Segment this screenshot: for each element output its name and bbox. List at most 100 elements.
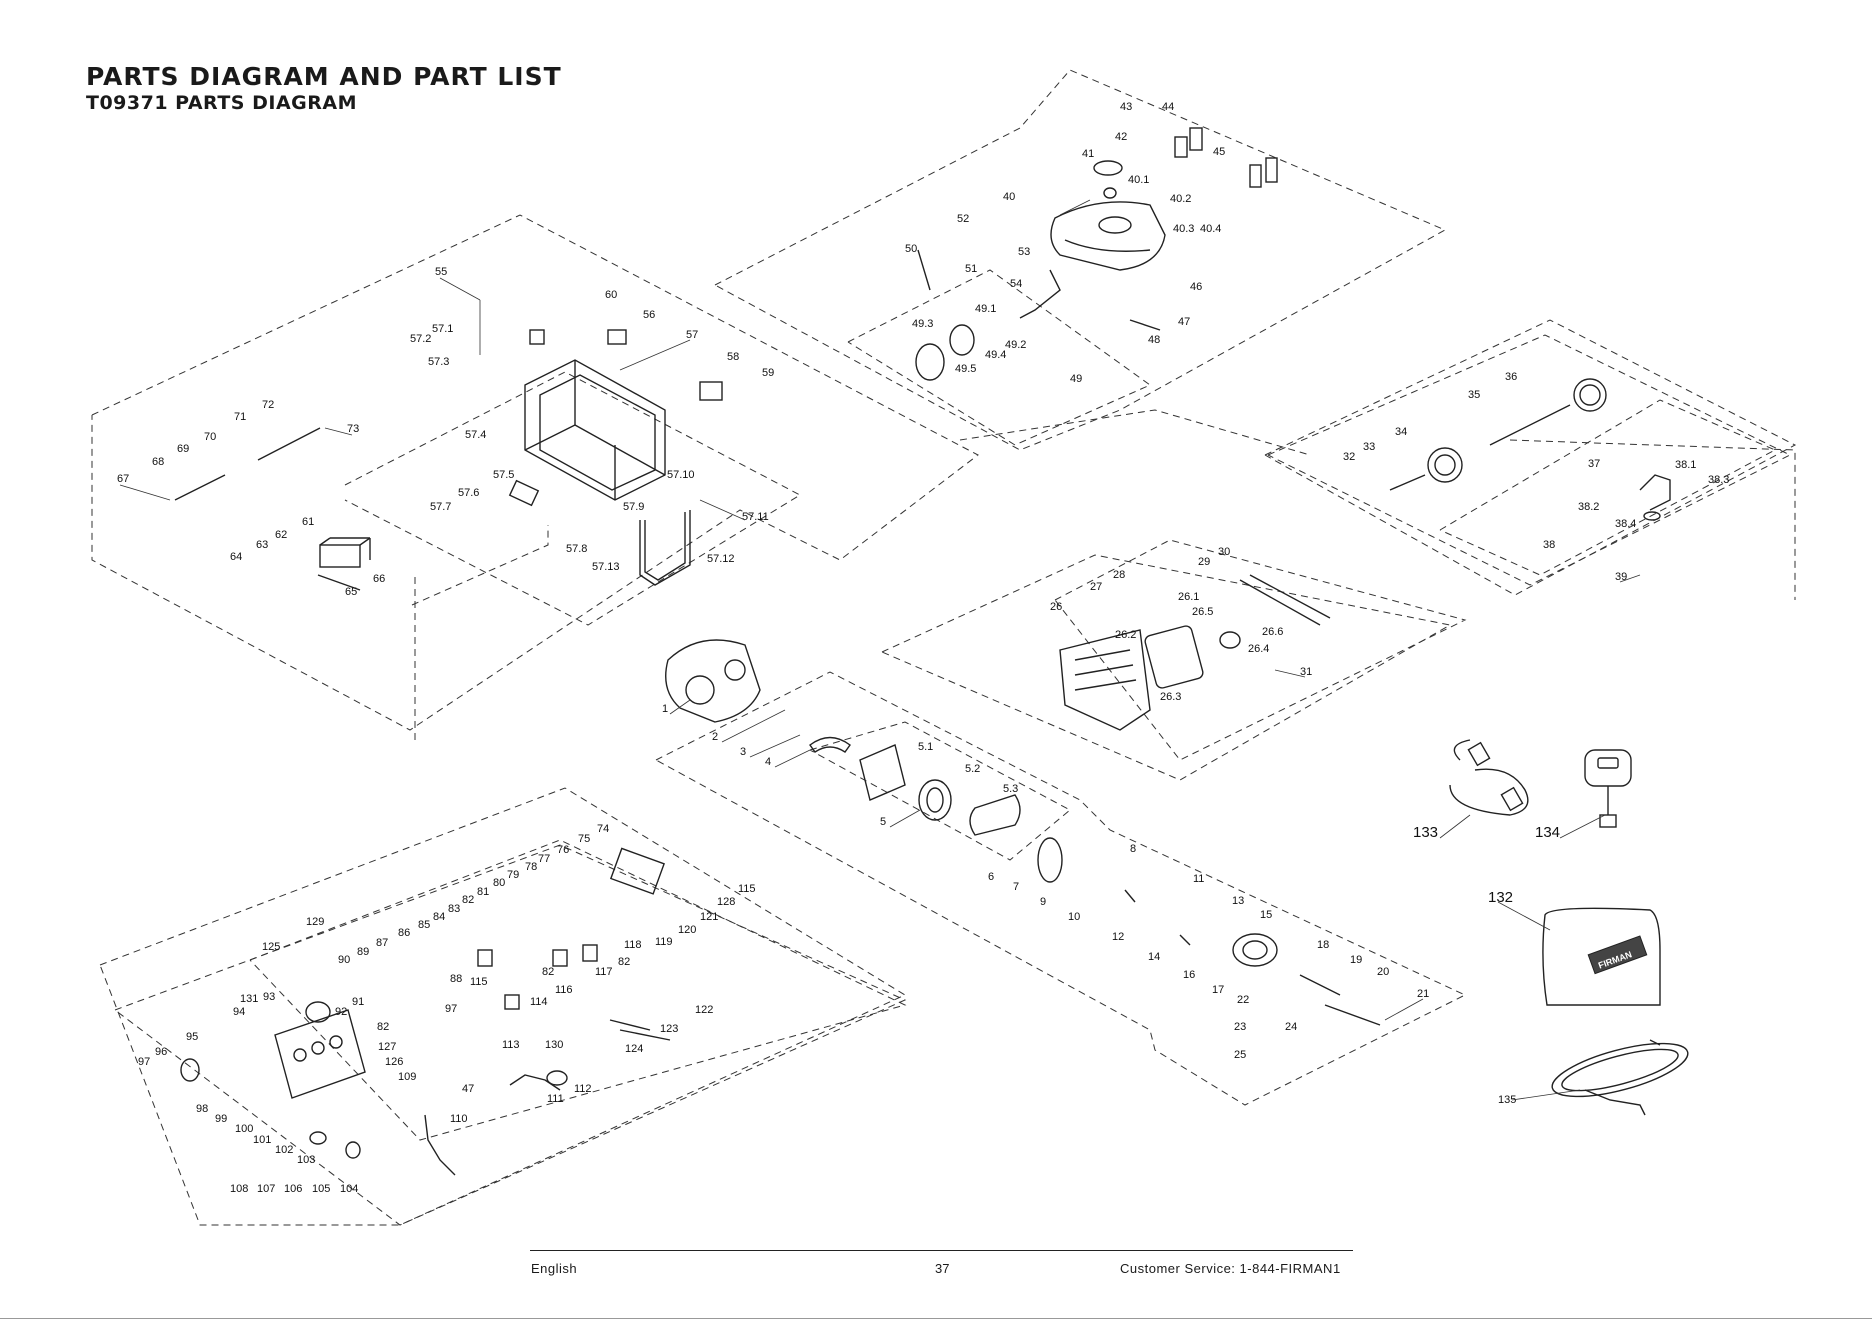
callout-60: 60 xyxy=(605,289,617,301)
callout-45: 45 xyxy=(1213,146,1225,158)
callout-111: 111 xyxy=(547,1093,564,1105)
callout-57-9: 57.9 xyxy=(623,501,644,513)
callout-110: 110 xyxy=(450,1113,468,1125)
callout-76: 76 xyxy=(557,844,569,856)
callout-121: 121 xyxy=(700,911,718,923)
callout-40-2: 40.2 xyxy=(1170,193,1191,205)
callout-49: 49 xyxy=(1070,373,1082,385)
callout-114: 114 xyxy=(530,996,548,1008)
callout-86: 86 xyxy=(398,927,410,939)
callout-82: 82 xyxy=(462,894,474,906)
callout-65: 65 xyxy=(345,586,357,598)
callout-115b: 115 xyxy=(470,976,488,988)
callout-28: 28 xyxy=(1113,569,1125,581)
callout-57-7: 57.7 xyxy=(430,501,451,513)
callout-73: 73 xyxy=(347,423,359,435)
callout-46: 46 xyxy=(1190,281,1202,293)
callout-78: 78 xyxy=(525,861,537,873)
region-boundaries xyxy=(91,69,1797,1226)
callout-55: 55 xyxy=(435,266,447,278)
callout-26-4: 26.4 xyxy=(1248,643,1269,655)
callout-101: 101 xyxy=(253,1134,271,1146)
callout-112: 112 xyxy=(574,1083,592,1095)
callout-105: 105 xyxy=(312,1183,330,1195)
callout-48: 48 xyxy=(1148,334,1160,346)
callout-43: 43 xyxy=(1120,101,1132,113)
callout-40-4: 40.4 xyxy=(1200,223,1221,235)
callout-38: 38 xyxy=(1543,539,1555,551)
callout-37: 37 xyxy=(1588,458,1600,470)
callout-80: 80 xyxy=(493,877,505,889)
callout-132: 132 xyxy=(1488,889,1513,906)
callout-6: 6 xyxy=(988,871,994,883)
callout-120: 120 xyxy=(678,924,696,936)
callout-31: 31 xyxy=(1300,666,1312,678)
callout-49-1: 49.1 xyxy=(975,303,996,315)
callout-72: 72 xyxy=(262,399,274,411)
callout-81: 81 xyxy=(477,886,489,898)
callout-79: 79 xyxy=(507,869,519,881)
callout-40-3: 40.3 xyxy=(1173,223,1194,235)
callout-33: 33 xyxy=(1363,441,1375,453)
callout-26-3: 26.3 xyxy=(1160,691,1181,703)
callout-82c: 82 xyxy=(542,966,554,978)
callout-17: 17 xyxy=(1212,984,1224,996)
callout-129: 129 xyxy=(306,916,324,928)
callout-53: 53 xyxy=(1018,246,1030,258)
callout-126: 126 xyxy=(385,1056,403,1068)
callout-125: 125 xyxy=(262,941,280,953)
callout-40-1: 40.1 xyxy=(1128,174,1149,186)
callout-5-3: 5.3 xyxy=(1003,783,1018,795)
callout-64: 64 xyxy=(230,551,242,563)
callout-57-12: 57.12 xyxy=(707,553,735,565)
callout-labels: 1 2 3 4 5 5.1 5.2 5.3 6 7 8 9 10 11 12 1… xyxy=(117,101,1729,1195)
callout-66: 66 xyxy=(373,573,385,585)
callout-57: 57 xyxy=(686,329,698,341)
callout-44: 44 xyxy=(1162,101,1174,113)
callout-5-1: 5.1 xyxy=(918,741,933,753)
wheel-kit xyxy=(1389,378,1671,521)
callout-109: 109 xyxy=(398,1071,416,1083)
callout-38-4: 38.4 xyxy=(1615,518,1636,530)
callout-35: 35 xyxy=(1468,389,1480,401)
callout-5-2: 5.2 xyxy=(965,763,980,775)
callout-113: 113 xyxy=(502,1039,520,1051)
callout-3: 3 xyxy=(740,746,746,758)
callout-122: 122 xyxy=(695,1004,713,1016)
callout-119: 119 xyxy=(655,936,673,948)
callout-124: 124 xyxy=(625,1043,643,1055)
callout-26-6: 26.6 xyxy=(1262,626,1283,638)
callout-34: 34 xyxy=(1395,426,1407,438)
callout-26-2: 26.2 xyxy=(1115,629,1136,641)
callout-14: 14 xyxy=(1148,951,1160,963)
callout-93: 93 xyxy=(263,991,275,1003)
footer-page-number: 37 xyxy=(935,1261,950,1276)
callout-97b: 97 xyxy=(445,1003,457,1015)
callout-49-4: 49.4 xyxy=(985,349,1006,361)
callout-104: 104 xyxy=(340,1183,358,1195)
callout-62: 62 xyxy=(275,529,287,541)
callout-49-2: 49.2 xyxy=(1005,339,1026,351)
callout-100: 100 xyxy=(235,1123,253,1135)
callout-26: 26 xyxy=(1050,601,1062,613)
callout-20: 20 xyxy=(1377,966,1389,978)
callout-52: 52 xyxy=(957,213,969,225)
callout-88: 88 xyxy=(450,973,462,985)
callout-70: 70 xyxy=(204,431,216,443)
callout-84: 84 xyxy=(433,911,445,923)
page-bottom-border xyxy=(0,1318,1872,1319)
callout-12: 12 xyxy=(1112,931,1124,943)
callout-57-1: 57.1 xyxy=(432,323,453,335)
callout-39: 39 xyxy=(1615,571,1627,583)
callout-57-5: 57.5 xyxy=(493,469,514,481)
callout-57-3: 57.3 xyxy=(428,356,449,368)
fuel-tank-assembly xyxy=(915,127,1278,381)
callout-130: 130 xyxy=(545,1039,563,1051)
callout-57-6: 57.6 xyxy=(458,487,479,499)
callout-50: 50 xyxy=(905,243,917,255)
callout-96: 96 xyxy=(155,1046,167,1058)
callout-116: 116 xyxy=(555,984,573,996)
callout-13: 13 xyxy=(1232,895,1244,907)
callout-85: 85 xyxy=(418,919,430,931)
